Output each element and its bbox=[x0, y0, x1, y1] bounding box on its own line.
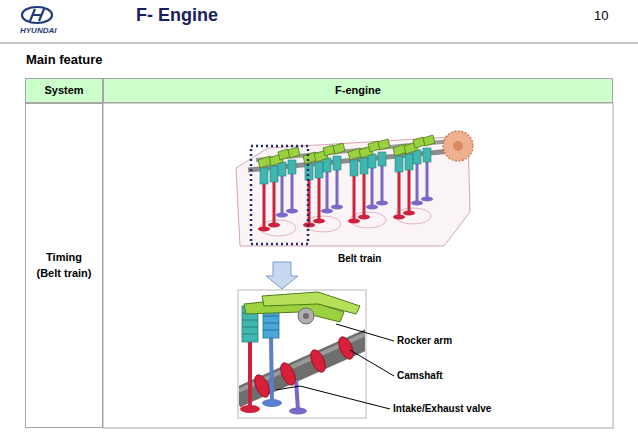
part-label: Rocker arm bbox=[397, 336, 452, 346]
table-cell bbox=[103, 103, 613, 428]
cell-text: System bbox=[44, 83, 83, 98]
cam-lobe bbox=[308, 348, 329, 375]
leader-line bbox=[336, 324, 394, 341]
cam-lobe bbox=[252, 373, 273, 400]
intake-valve-stem bbox=[271, 336, 272, 402]
detail-frame bbox=[251, 146, 308, 244]
leader-line bbox=[350, 350, 394, 376]
leader-line bbox=[276, 386, 300, 390]
part-label: Intake/Exhaust valve bbox=[393, 404, 491, 414]
header-cell: F-engine bbox=[103, 78, 613, 103]
cylinder-valvetrain bbox=[303, 143, 345, 228]
cam-lobe bbox=[278, 361, 299, 388]
roller bbox=[298, 308, 314, 324]
zoom-arrow bbox=[266, 262, 298, 289]
cell-text: F-engine bbox=[335, 83, 381, 98]
page-number: 10 bbox=[594, 9, 608, 22]
slide-title: F- Engine bbox=[136, 6, 218, 24]
cell-text: Timing (Belt train) bbox=[27, 250, 101, 281]
header-rule bbox=[0, 43, 638, 44]
leader-line bbox=[300, 386, 390, 409]
cylinder-valvetrain bbox=[258, 147, 300, 232]
cam-lobe bbox=[336, 335, 357, 362]
sprocket-hub bbox=[453, 141, 463, 151]
intake-valve-head bbox=[262, 399, 282, 407]
spring-coils bbox=[242, 313, 258, 334]
table-cell: Timing (Belt train) bbox=[25, 103, 103, 428]
detail-illustration bbox=[239, 292, 365, 415]
logo-text: HYUNDAI bbox=[20, 27, 56, 35]
cylinder-valvetrain bbox=[393, 135, 435, 220]
section-heading: Main feature bbox=[26, 53, 103, 66]
cam-sprocket bbox=[443, 131, 473, 161]
exhaust-valve-head bbox=[240, 405, 260, 413]
logo-oval bbox=[22, 7, 52, 23]
header-cell: System bbox=[25, 78, 103, 103]
logo-h bbox=[30, 9, 44, 21]
intake-valve-head bbox=[289, 408, 307, 415]
exhaust-valve-stem bbox=[248, 340, 252, 408]
cylinder-valvetrain bbox=[348, 139, 390, 224]
part-label: Camshaft bbox=[397, 371, 443, 381]
part-label: Belt train bbox=[338, 254, 381, 264]
cylinder-head-outline bbox=[236, 136, 470, 246]
roller-pin bbox=[303, 313, 309, 319]
intake-valve-stem bbox=[296, 380, 298, 410]
